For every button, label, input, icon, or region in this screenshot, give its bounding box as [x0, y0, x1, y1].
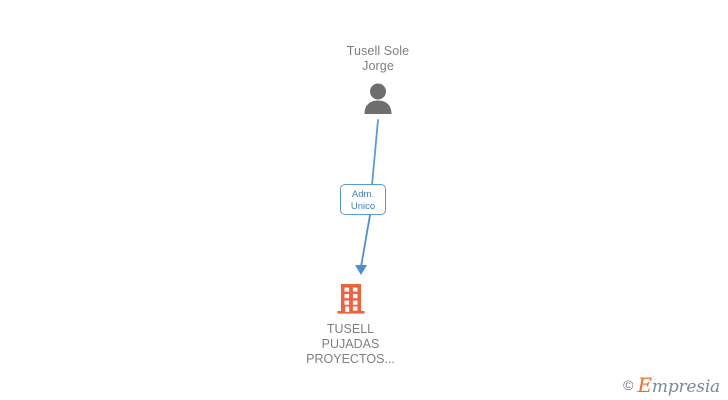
company-name-label: TUSELL PUJADAS PROYECTOS...: [306, 322, 395, 366]
person-icon[interactable]: [308, 82, 448, 114]
node-person[interactable]: Tusell Sole Jorge: [308, 44, 448, 114]
edge-role-to-company: [360, 214, 371, 268]
arrowhead-icon: [355, 265, 367, 275]
building-icon[interactable]: [288, 282, 413, 314]
node-company[interactable]: TUSELL PUJADAS PROYECTOS...: [288, 282, 413, 367]
brand-initial-letter: E: [637, 372, 653, 397]
role-badge-adm-unico[interactable]: Adm. Unico: [340, 184, 386, 215]
brand-logo-text: Empresia: [638, 375, 721, 396]
empresia-watermark: © Empresia: [623, 374, 720, 396]
person-name-label: Tusell Sole Jorge: [346, 44, 410, 73]
edge-person-to-role: [371, 119, 379, 186]
brand-remainder-text: mpresia: [651, 376, 720, 397]
copyright-icon: ©: [623, 377, 634, 393]
